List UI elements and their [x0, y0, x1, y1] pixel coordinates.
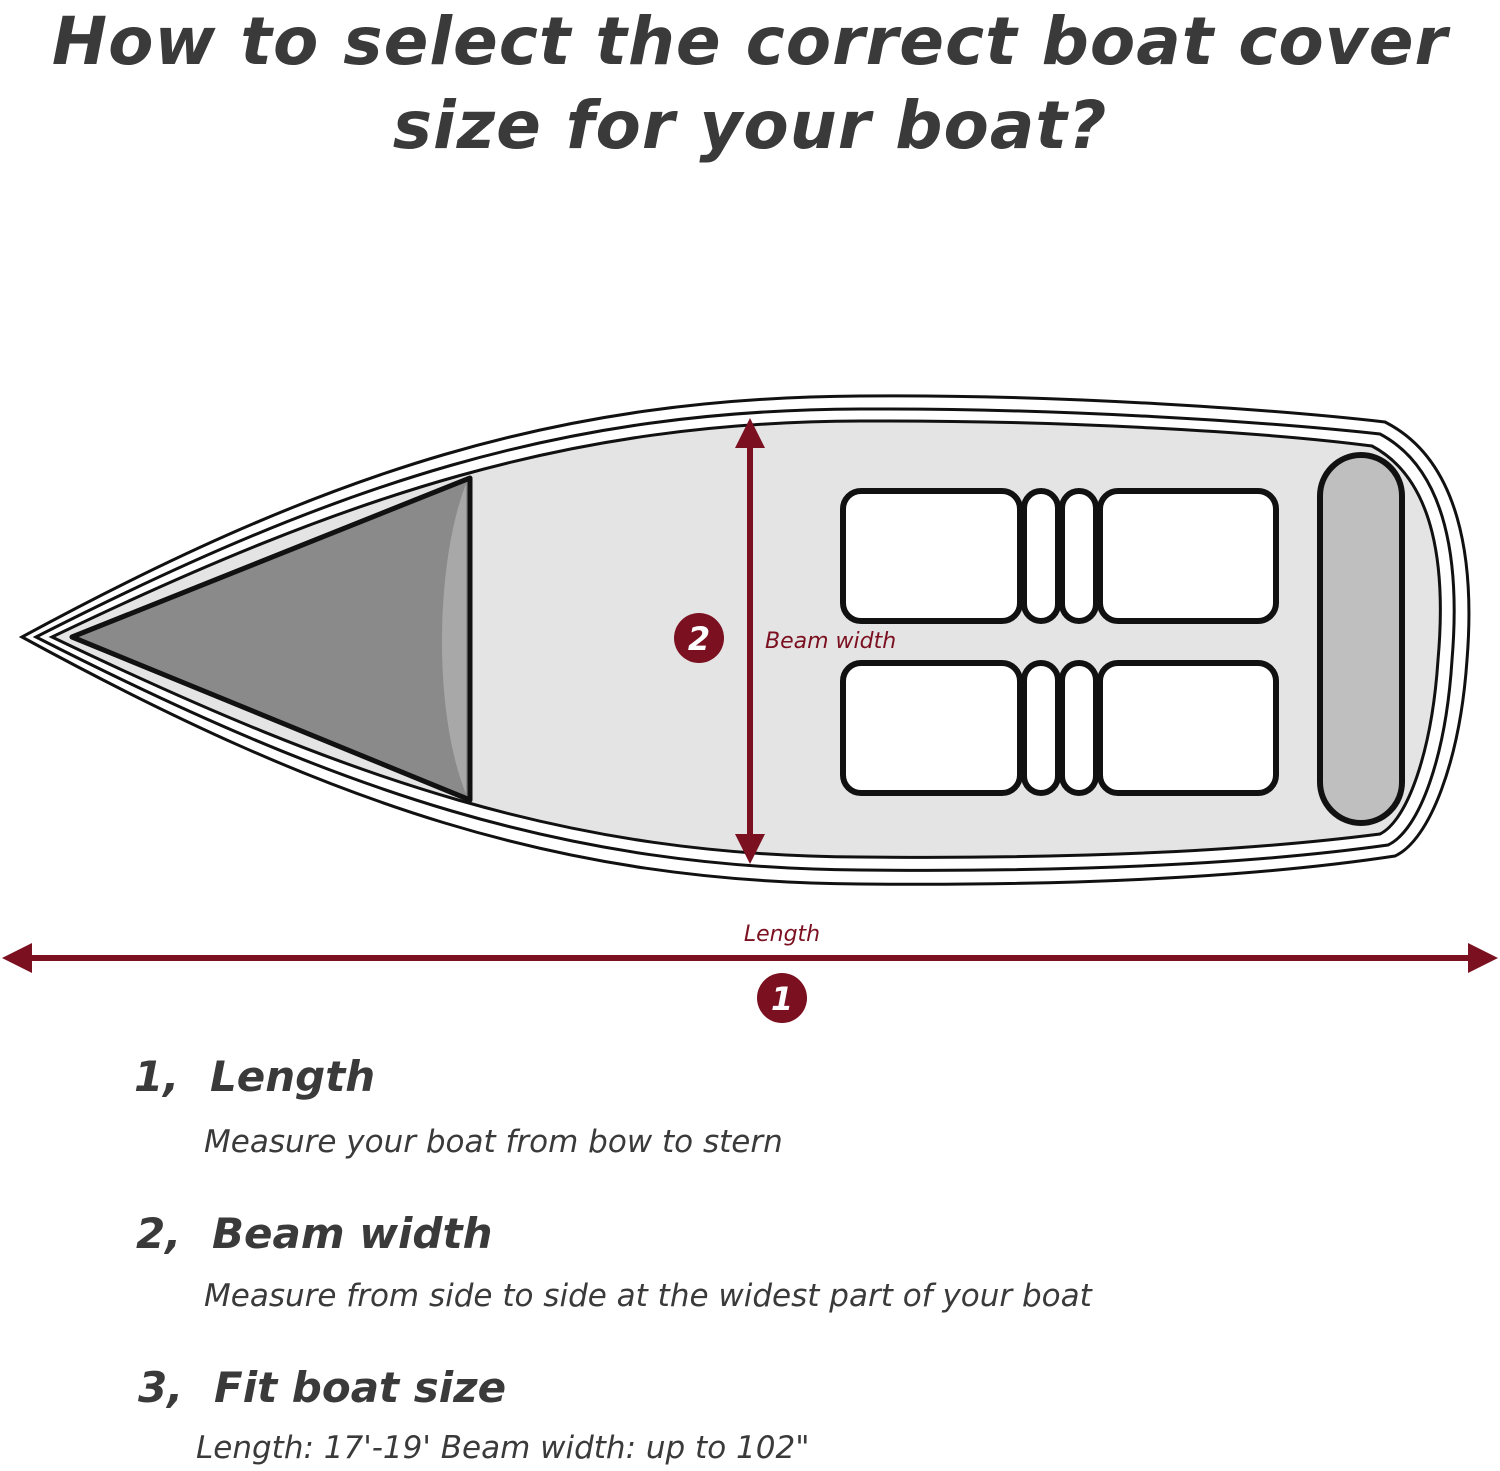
- beam-width-label: Beam width: [765, 629, 896, 654]
- step-1-heading: 1, Length: [134, 1052, 375, 1101]
- beam-width-badge-number: 2: [688, 620, 710, 658]
- step-3-title: Fit boat size: [214, 1363, 507, 1412]
- armrest-4: [1059, 660, 1099, 796]
- step-2-number: 2,: [136, 1209, 182, 1258]
- length-badge-number: 1: [771, 980, 793, 1018]
- step-3-description: Length: 17'-19' Beam width: up to 102": [196, 1430, 810, 1466]
- step-2-title: Beam width: [212, 1209, 493, 1258]
- step-3-number: 3,: [138, 1363, 184, 1412]
- step-2-description: Measure from side to side at the widest …: [204, 1278, 1092, 1314]
- seat-front-left: [840, 488, 1023, 624]
- stern-bench: [1317, 452, 1405, 826]
- step-1-number: 1,: [134, 1052, 180, 1101]
- page-title: How to select the correct boat cover siz…: [0, 0, 1500, 168]
- beam-width-badge: [674, 613, 724, 663]
- armrest-3: [1021, 660, 1061, 796]
- length-label: Length: [744, 922, 820, 947]
- bow-deck: [69, 475, 473, 803]
- length-badge: [757, 973, 807, 1023]
- seat-front-right: [1097, 488, 1279, 624]
- seat-rear-right: [1097, 660, 1279, 796]
- title-line-1: How to select the correct boat cover: [51, 3, 1449, 80]
- step-3-heading: 3, Fit boat size: [138, 1363, 506, 1412]
- step-1-title: Length: [210, 1052, 376, 1101]
- step-1-description: Measure your boat from bow to stern: [204, 1124, 783, 1160]
- seat-rear-left: [840, 660, 1023, 796]
- boat-diagram: 2 Beam width Length 1: [1, 394, 1498, 1023]
- step-2-heading: 2, Beam width: [136, 1209, 492, 1258]
- armrest-2: [1059, 488, 1099, 624]
- title-line-2: size for your boat?: [392, 87, 1108, 164]
- windshield-panel: [441, 484, 466, 794]
- armrest-1: [1021, 488, 1061, 624]
